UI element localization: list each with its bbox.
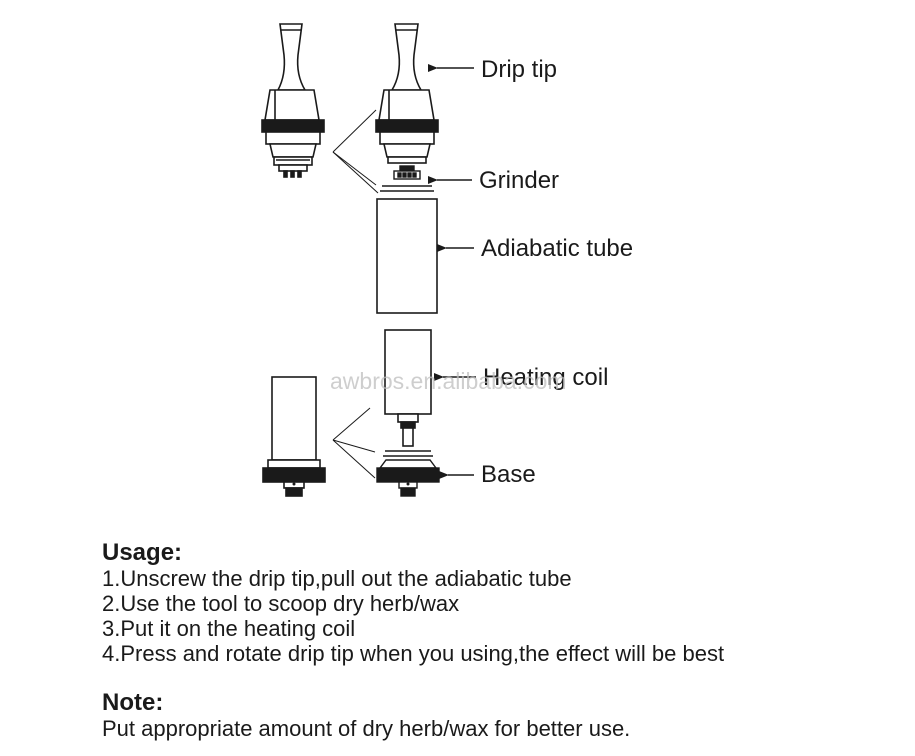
usage-section: Usage: 1.Unscrew the drip tip,pull out t… <box>102 539 902 667</box>
drip-tip-label: Drip tip <box>481 56 557 83</box>
adiabatic-tube-illustration <box>376 198 438 314</box>
assembled-base-illustration <box>262 376 326 497</box>
usage-heading: Usage: <box>102 539 183 566</box>
grinder-label: Grinder <box>479 167 559 194</box>
exploded-diagram: Drip tip Grinder Adiabatic tube Heating … <box>261 23 633 497</box>
drip-tip-illustration <box>375 23 439 164</box>
usage-step-4: 4.Press and rotate drip tip when you usi… <box>102 641 725 666</box>
usage-step-2: 2.Use the tool to scoop dry herb/wax <box>102 591 460 616</box>
callout-arrows <box>428 64 476 479</box>
connector-lines <box>332 109 379 479</box>
note-text: Put appropriate amount of dry herb/wax f… <box>102 716 631 741</box>
note-section: Note: Put appropriate amount of dry herb… <box>102 689 902 742</box>
base-label: Base <box>481 461 536 488</box>
base-illustration <box>376 450 440 497</box>
heating-coil-label: Heating coil <box>483 364 608 391</box>
watermark: awbros.en.alibaba.com <box>330 368 567 394</box>
note-heading: Note: <box>102 689 164 716</box>
grinder-illustration <box>380 165 434 192</box>
adiabatic-tube-label: Adiabatic tube <box>481 235 633 262</box>
usage-step-3: 3.Put it on the heating coil <box>102 616 356 641</box>
assembled-top-illustration <box>261 23 325 178</box>
usage-step-1: 1.Unscrew the drip tip,pull out the adia… <box>102 566 572 591</box>
heating-coil-illustration <box>384 329 432 447</box>
